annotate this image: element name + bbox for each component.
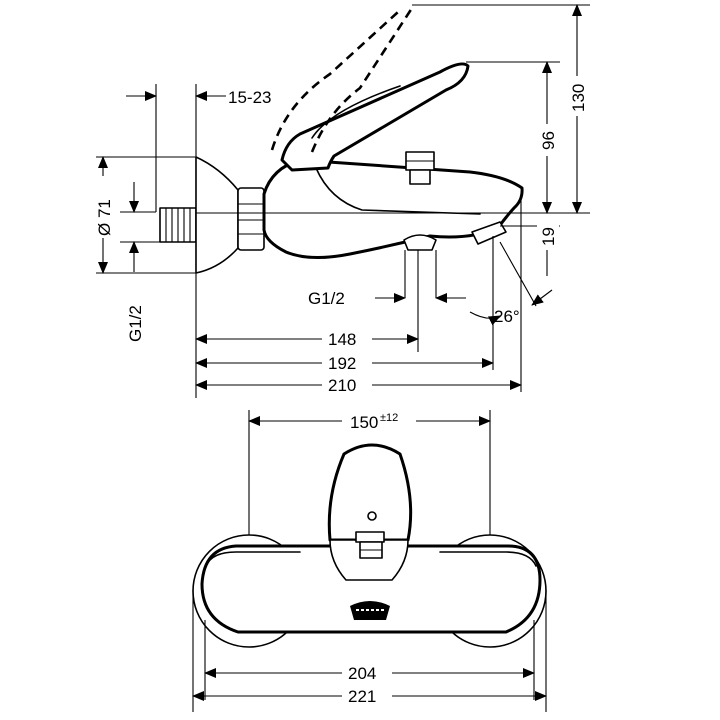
dim-length-148: 148 (195, 328, 419, 350)
dim-height-96: 96 (537, 61, 559, 214)
diverter-knob (405, 151, 435, 185)
mixer-body (262, 158, 524, 260)
front-screw (367, 511, 377, 521)
dim-centers-label: 150 (350, 413, 378, 432)
spout-tip (471, 221, 507, 245)
dim-height-130-label: 130 (569, 84, 588, 112)
dim-wall-range: 15-23 (126, 88, 271, 107)
front-aerator (350, 601, 390, 620)
inlet-thread (159, 207, 197, 243)
front-lever (327, 443, 413, 542)
dim-centers-tolerance: ±12 (380, 412, 398, 424)
dim-height-19: 19 (537, 222, 559, 276)
dim-length-210: 210 (195, 374, 522, 396)
dim-width-204-label: 204 (348, 664, 376, 683)
dim-width-221-label: 221 (348, 687, 376, 706)
dim-thread-inlet: G1/2 (126, 182, 145, 342)
dim-length-192-label: 192 (328, 354, 356, 373)
dim-angle: 26° (469, 289, 553, 326)
dim-thread-inlet-label: G1/2 (126, 305, 145, 342)
front-view: 150 ±12 (192, 408, 547, 712)
dim-thread-outlet: G1/2 (308, 289, 466, 308)
dim-diameter-label: Ø 71 (95, 199, 114, 236)
front-body (200, 544, 542, 634)
dim-angle-label: 26° (494, 307, 520, 326)
lever-alt-position (270, 11, 399, 151)
dim-height-130: 130 (567, 3, 589, 214)
dim-length-148-label: 148 (328, 330, 356, 349)
dim-diameter: Ø 71 (93, 156, 115, 274)
lever-handle (280, 62, 470, 172)
front-neck (329, 539, 409, 581)
dim-height-96-label: 96 (539, 131, 558, 150)
outlet-aerator (403, 234, 437, 251)
dim-width-204: 204 (204, 620, 535, 700)
dim-length-210-label: 210 (328, 376, 356, 395)
dim-length-192: 192 (195, 352, 494, 374)
dim-width-221: 221 (192, 590, 547, 712)
dim-height-19-label: 19 (539, 227, 558, 246)
escutcheon (195, 156, 239, 274)
dim-wall-range-label: 15-23 (228, 88, 271, 107)
hex-nut (237, 187, 265, 251)
side-view: 15-23 Ø 71 G1/2 G1/2 26° (93, 3, 590, 398)
front-diverter-knob (355, 531, 385, 559)
dim-thread-outlet-label: G1/2 (308, 289, 345, 308)
